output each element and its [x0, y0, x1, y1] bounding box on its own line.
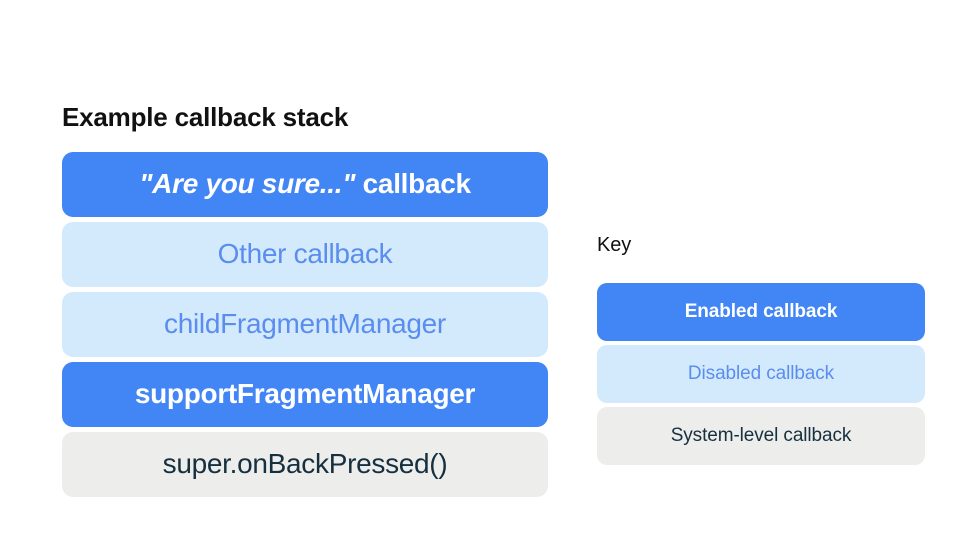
stack-item-label: "Are you sure..." callback [139, 168, 471, 200]
stack-item-child-fragment-manager[interactable]: childFragmentManager [62, 292, 548, 357]
stack-item-label: super.onBackPressed() [162, 448, 448, 480]
callback-stack-list: "Are you sure..." callback Other callbac… [62, 152, 548, 497]
key-item-label: System-level callback [670, 424, 852, 446]
key-panel: Key Enabled callback Disabled callback S… [597, 232, 925, 465]
stack-item-support-fragment-manager[interactable]: supportFragmentManager [62, 362, 548, 427]
stack-item-label: Other callback [217, 238, 393, 270]
callback-stack-panel: Example callback stack "Are you sure..."… [62, 100, 548, 497]
key-item-disabled-callback: Disabled callback [597, 345, 925, 403]
stack-item-are-you-sure[interactable]: "Are you sure..." callback [62, 152, 548, 217]
stack-item-quoted-text: "Are you sure..." [139, 168, 356, 200]
page-title: Example callback stack [62, 102, 349, 132]
stack-item-label: supportFragmentManager [134, 378, 476, 410]
key-item-system-level-callback: System-level callback [597, 407, 925, 465]
stack-item-super-on-back-pressed[interactable]: super.onBackPressed() [62, 432, 548, 497]
key-item-enabled-callback: Enabled callback [597, 283, 925, 341]
stack-item-other-callback[interactable]: Other callback [62, 222, 548, 287]
key-title: Key [597, 234, 632, 256]
key-item-label: Enabled callback [684, 300, 838, 322]
key-list: Enabled callback Disabled callback Syste… [597, 283, 925, 465]
key-item-label: Disabled callback [687, 362, 835, 384]
stack-item-plain-text: callback [355, 168, 471, 200]
stack-item-label: childFragmentManager [164, 308, 446, 340]
